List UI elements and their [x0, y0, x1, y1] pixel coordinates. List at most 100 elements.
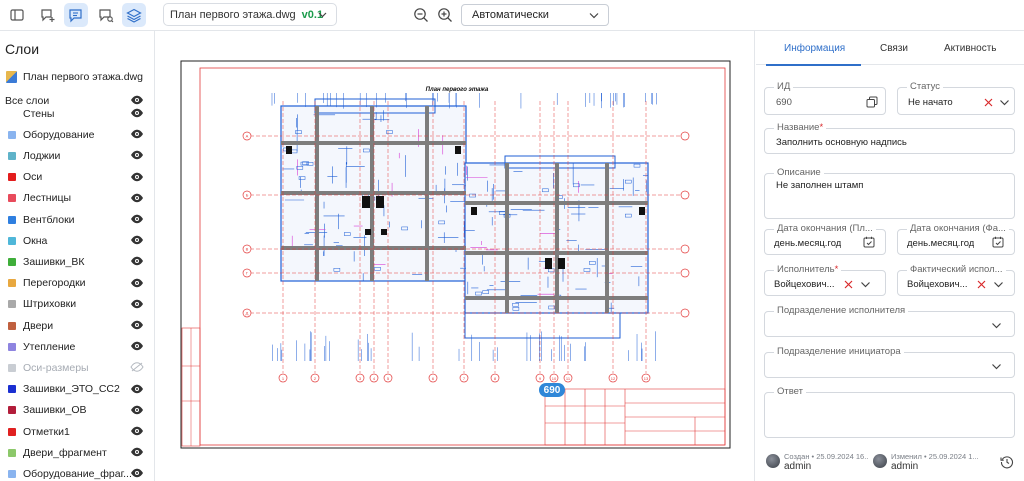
layer-row[interactable]: Отметки1: [0, 421, 150, 442]
copy-icon[interactable]: [866, 96, 878, 108]
eye-icon[interactable]: [130, 172, 144, 185]
eye-icon[interactable]: [130, 235, 144, 248]
layer-row[interactable]: Окна: [0, 230, 150, 251]
axis-label: 2: [314, 376, 317, 381]
scale-select[interactable]: Автоматически: [461, 4, 609, 26]
sidebar-toggle-button[interactable]: [5, 3, 29, 27]
name-label: Название*: [774, 122, 827, 133]
eye-icon[interactable]: [130, 405, 144, 418]
eye-icon[interactable]: [130, 468, 144, 481]
zoom-in-button[interactable]: [435, 5, 455, 25]
eye-icon[interactable]: [130, 447, 144, 460]
created-meta: Создан • 25.09.2024 16...: [784, 452, 869, 461]
layers-icon: [126, 8, 142, 23]
clear-icon[interactable]: [844, 280, 853, 289]
layers-button[interactable]: [122, 3, 146, 27]
layers-file-row[interactable]: План первого этажа.dwg: [6, 71, 143, 83]
eye-icon[interactable]: [130, 426, 144, 439]
description-label: Описание: [774, 167, 824, 178]
layer-row[interactable]: Зашивки_ОВ: [0, 400, 150, 421]
eye-icon[interactable]: [130, 320, 144, 333]
status-label: Статус: [907, 81, 944, 92]
comments-list-icon: [69, 8, 82, 22]
add-comment-button[interactable]: [36, 3, 60, 27]
layer-row[interactable]: Оси: [0, 167, 150, 188]
layers-title: Слои: [5, 41, 40, 57]
chevron-down-icon: [589, 13, 599, 19]
eye-icon[interactable]: [130, 95, 144, 105]
chevron-down-icon[interactable]: [991, 361, 1002, 372]
chevron-down-icon[interactable]: [999, 97, 1010, 108]
eye-icon[interactable]: [130, 193, 144, 206]
calendar-icon[interactable]: [863, 236, 875, 248]
comment-marker[interactable]: 690: [539, 383, 565, 397]
layer-row[interactable]: Двери_фрагмент: [0, 442, 150, 463]
answer-field[interactable]: Ответ: [764, 386, 1015, 438]
executor-select[interactable]: Исполнитель* Войцехович...: [764, 264, 886, 296]
end-date-planned-field[interactable]: Дата окончания (Пл... день.месяц.год: [764, 223, 886, 255]
layer-row[interactable]: Вентблоки: [0, 209, 150, 230]
plan-room-tag: [363, 148, 370, 153]
layer-row[interactable]: Утепление: [0, 336, 150, 357]
chevron-down-icon[interactable]: [993, 279, 1004, 290]
plan-room-tag: [295, 130, 302, 134]
eye-icon[interactable]: [130, 256, 144, 269]
status-select[interactable]: Статус Не начато: [897, 81, 1015, 115]
all-layers-row[interactable]: Все слои: [0, 90, 150, 111]
eye-icon[interactable]: [130, 214, 144, 227]
comments-list-button[interactable]: [64, 3, 88, 27]
initiator-department-select[interactable]: Подразделение инициатора: [764, 346, 1015, 378]
eye-off-icon[interactable]: [130, 362, 144, 375]
tab-information[interactable]: Информация: [784, 43, 846, 54]
drawing-viewport[interactable]: План первого этажа: [155, 31, 755, 481]
end-date-actual-field[interactable]: Дата окончания (Фа... день.месяц.год: [897, 223, 1015, 255]
chevron-down-icon[interactable]: [860, 279, 871, 290]
modified-user: admin: [891, 461, 919, 472]
layer-row[interactable]: Штриховки: [0, 294, 150, 315]
axis-bubble: [680, 131, 690, 141]
layer-row[interactable]: Оборудование: [0, 124, 150, 145]
name-field[interactable]: Название* Заполнить основную надпись: [764, 122, 1015, 154]
eye-icon[interactable]: [130, 108, 144, 121]
axis-bubble: [680, 308, 690, 318]
eye-icon[interactable]: [130, 299, 144, 312]
plan-room-tag: [374, 267, 381, 271]
plan-room-tag: [343, 232, 351, 236]
tab-links[interactable]: Связи: [880, 43, 909, 54]
layer-row[interactable]: Оборудование_фраг...: [0, 463, 150, 481]
file-version-selector[interactable]: План первого этажа.dwg v0.1: [163, 3, 337, 26]
layer-row[interactable]: Стены: [0, 103, 150, 124]
all-layers-label: Все слои: [5, 94, 50, 107]
clear-icon[interactable]: [984, 98, 993, 107]
eye-icon[interactable]: [130, 384, 144, 397]
zoom-out-button[interactable]: [411, 5, 431, 25]
floor-plan-drawing[interactable]: План первого этажа: [155, 31, 755, 481]
layer-row[interactable]: Лоджии: [0, 145, 150, 166]
layer-row[interactable]: Оси-размеры: [0, 357, 150, 378]
clear-icon[interactable]: [977, 280, 986, 289]
axis-label: 6: [432, 376, 435, 381]
eye-icon[interactable]: [130, 341, 144, 354]
eye-icon[interactable]: [130, 129, 144, 142]
chevron-down-icon[interactable]: [991, 320, 1002, 331]
eye-icon[interactable]: [130, 278, 144, 291]
layer-row[interactable]: Двери: [0, 315, 150, 336]
axis-bubble: [641, 373, 651, 383]
axis-bubble: [278, 373, 288, 383]
plan-room-tag: [625, 213, 632, 218]
eye-icon[interactable]: [130, 150, 144, 163]
axis-bubble: [428, 373, 438, 383]
actual-executor-select[interactable]: Фактический испол... Войцехович...: [897, 264, 1015, 296]
axis-bubble: [242, 244, 252, 254]
description-field[interactable]: Описание Не заполнен штамп: [764, 167, 1015, 219]
layer-row[interactable]: Зашивки_ВК: [0, 251, 150, 272]
layer-row[interactable]: Лестницы: [0, 188, 150, 209]
layer-row[interactable]: Зашивки_ЭТО_СС2: [0, 379, 150, 400]
comment-search-button[interactable]: [94, 3, 118, 27]
tab-activity[interactable]: Активность: [944, 43, 997, 54]
layer-row[interactable]: Перегородки: [0, 273, 150, 294]
history-icon[interactable]: [1000, 455, 1014, 469]
layer-name: Отметки1: [23, 425, 70, 438]
calendar-icon[interactable]: [992, 236, 1004, 248]
executor-department-select[interactable]: Подразделение исполнителя: [764, 305, 1015, 337]
